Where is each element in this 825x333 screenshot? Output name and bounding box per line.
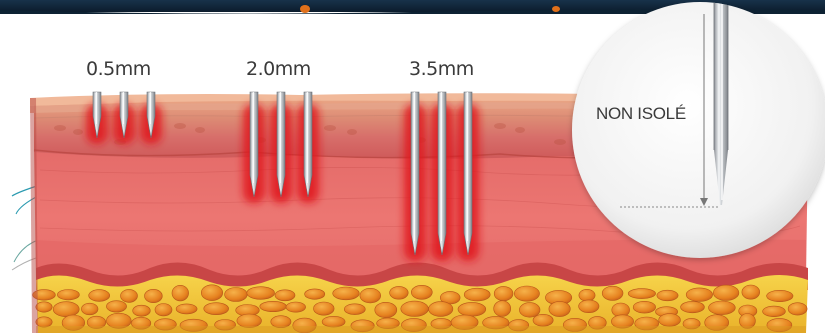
callout-label-non-isole: NON ISOLÉ	[596, 104, 686, 124]
needle-group-2	[243, 92, 319, 203]
fat-lobules	[33, 285, 808, 333]
needle-group-1	[86, 92, 162, 144]
depth-label-0-5mm: 0.5mm	[86, 58, 151, 80]
needle-group-3	[404, 92, 479, 261]
depth-label-2-0mm: 2.0mm	[246, 58, 311, 80]
needle-callout	[572, 2, 825, 258]
depth-label-3-5mm: 3.5mm	[409, 58, 474, 80]
